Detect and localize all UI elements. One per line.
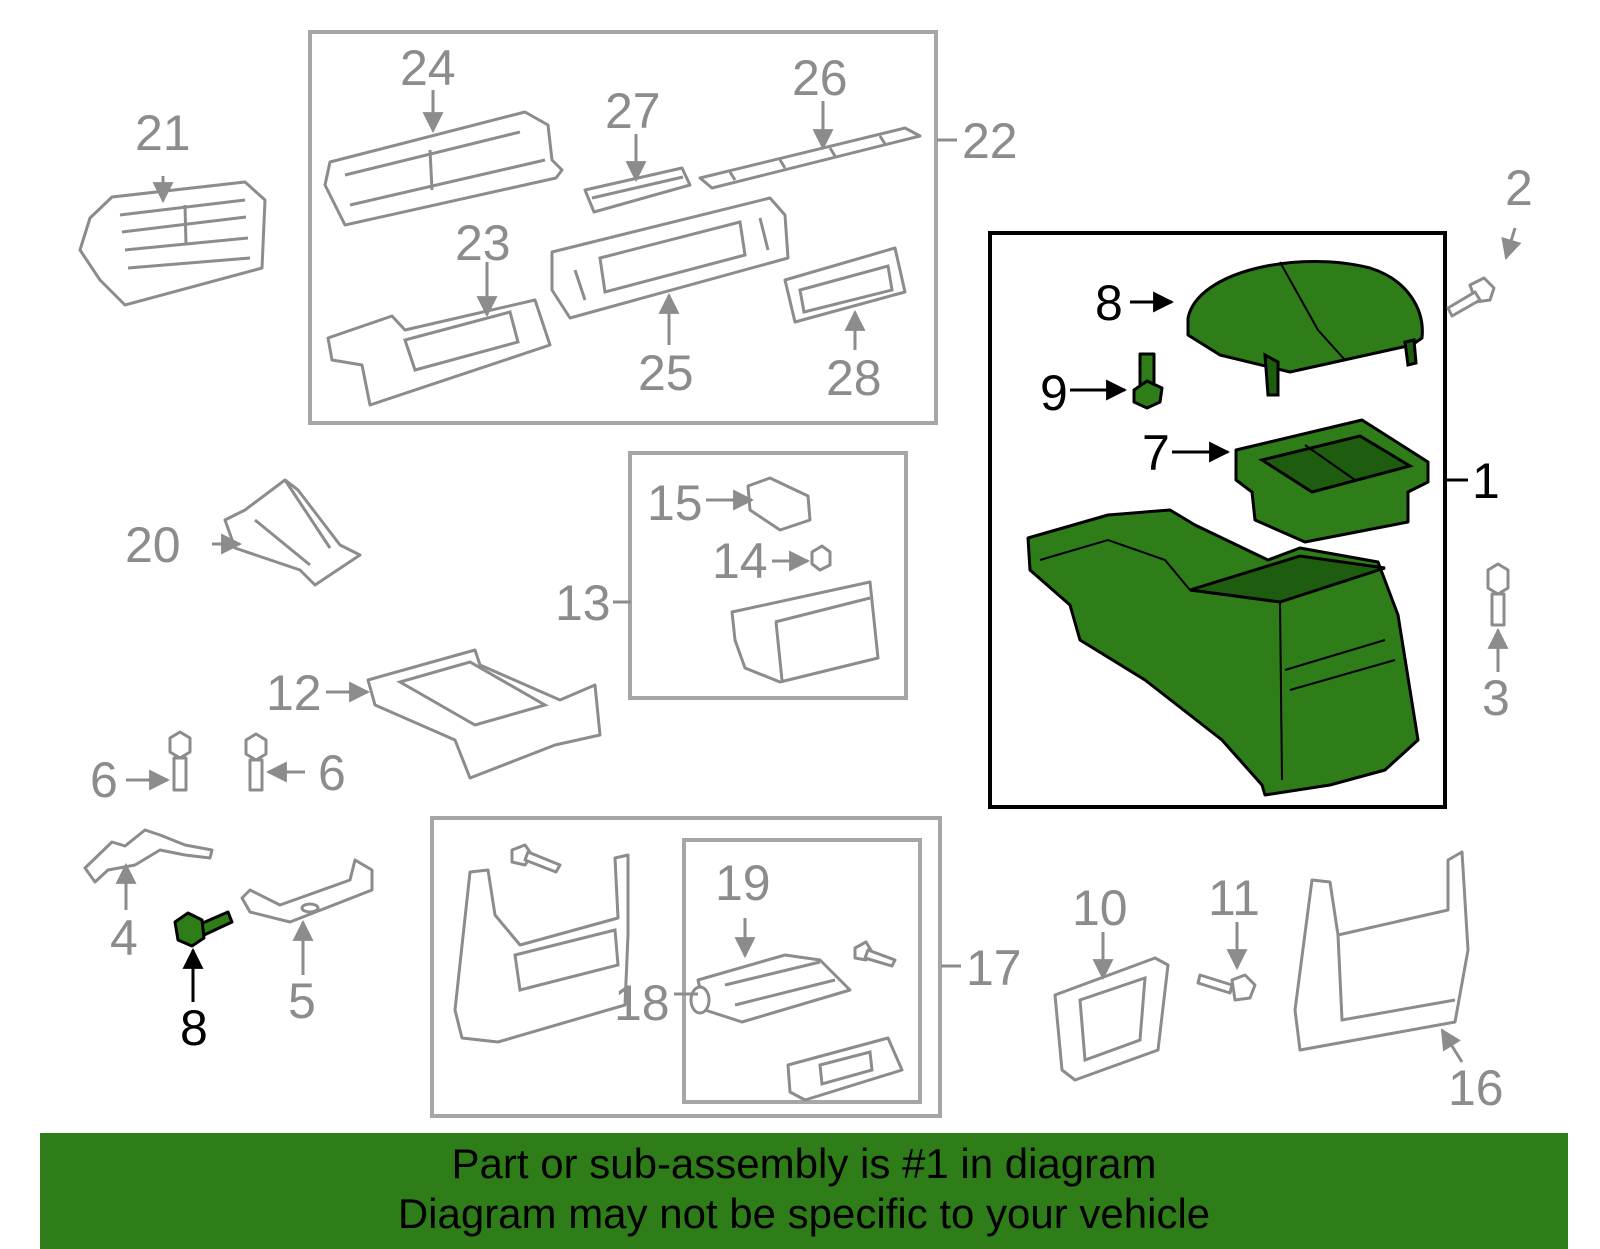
callout-18: 18: [614, 975, 670, 1031]
callout-1: 1: [1472, 453, 1500, 509]
part-10-bracket: [1053, 956, 1170, 1082]
part-7-insert-tray: [1234, 418, 1430, 544]
callout-13: 13: [555, 575, 611, 631]
group-box-1: [988, 231, 1447, 809]
part-6-bolt-b: [244, 732, 268, 792]
part-26-strip: [698, 126, 922, 190]
callout-8b: 8: [180, 1000, 208, 1056]
part-6-bolt-a: [168, 730, 192, 792]
part-18-switch: [786, 1036, 904, 1102]
callout-19: 19: [715, 855, 771, 911]
callout-17: 17: [966, 940, 1022, 996]
callout-26: 26: [792, 50, 848, 106]
part-8-bolt-green: [173, 910, 234, 948]
group-box-22: [308, 30, 938, 425]
part-16-panel: [1293, 850, 1470, 1052]
callout-7: 7: [1142, 425, 1170, 481]
callout-11: 11: [1208, 870, 1260, 926]
part-18-bolt: [853, 940, 897, 968]
callout-2: 2: [1505, 160, 1533, 216]
callout-10: 10: [1072, 880, 1128, 936]
callout-numbers: 1 2 3 4 5 6 6 7 8 8 9 10 11 12 13 14 15 …: [90, 40, 1533, 1116]
callout-6b: 6: [318, 745, 346, 801]
part-19-tray: [689, 953, 852, 1024]
part-20-shift-bezel: [223, 478, 362, 587]
leader-lines-black: [182, 291, 1468, 1002]
part-24-bezel: [323, 110, 564, 227]
leader-lines: [115, 90, 1522, 1063]
callout-14: 14: [712, 533, 768, 589]
part-21-vent: [78, 180, 267, 307]
banner-line-2: Diagram may not be specific to your vehi…: [397, 1190, 1211, 1237]
callout-5: 5: [288, 973, 316, 1029]
callout-15: 15: [647, 475, 703, 531]
callout-20: 20: [125, 517, 181, 573]
callout-3: 3: [1482, 670, 1510, 726]
part-13-tray: [730, 580, 880, 684]
part-14: [810, 544, 832, 572]
group-box-17: [430, 816, 942, 1118]
callout-23: 23: [455, 215, 511, 271]
callout-22: 22: [962, 113, 1018, 169]
part-5-bracket: [240, 858, 374, 924]
part-25-control: [550, 196, 790, 320]
group-box-18: [682, 838, 922, 1104]
part-23: [326, 298, 552, 407]
callout-6a: 6: [90, 752, 118, 808]
banner-line-1: Part or sub-assembly is #1 in diagram: [451, 1140, 1157, 1187]
callout-12: 12: [266, 665, 322, 721]
group-box-13: [628, 451, 908, 700]
part-1-console-body: [1026, 508, 1420, 797]
part-12-tray: [366, 648, 602, 780]
callout-27: 27: [605, 83, 661, 139]
part-28: [783, 246, 907, 324]
part-2-bolt: [1446, 276, 1496, 318]
part-17-panel: [453, 853, 630, 1044]
callout-21: 21: [135, 105, 191, 161]
callout-16: 16: [1448, 1060, 1504, 1116]
info-banner: Part or sub-assembly is #1 in diagram Di…: [40, 1133, 1568, 1249]
part-17-bolt: [510, 843, 562, 874]
callout-8a: 8: [1095, 275, 1123, 331]
part-4-bracket: [83, 828, 214, 884]
part-11-bolt: [1196, 973, 1257, 1002]
part-27: [583, 166, 692, 214]
callout-9: 9: [1040, 365, 1068, 421]
part-3-bolt: [1486, 562, 1510, 627]
part-8-armrest-lid: [1186, 259, 1424, 397]
callout-4: 4: [110, 910, 138, 966]
callout-28: 28: [826, 350, 882, 406]
part-9-bolt-green: [1132, 352, 1164, 410]
callout-24: 24: [400, 40, 456, 96]
part-15: [746, 476, 812, 532]
callout-25: 25: [638, 345, 694, 401]
